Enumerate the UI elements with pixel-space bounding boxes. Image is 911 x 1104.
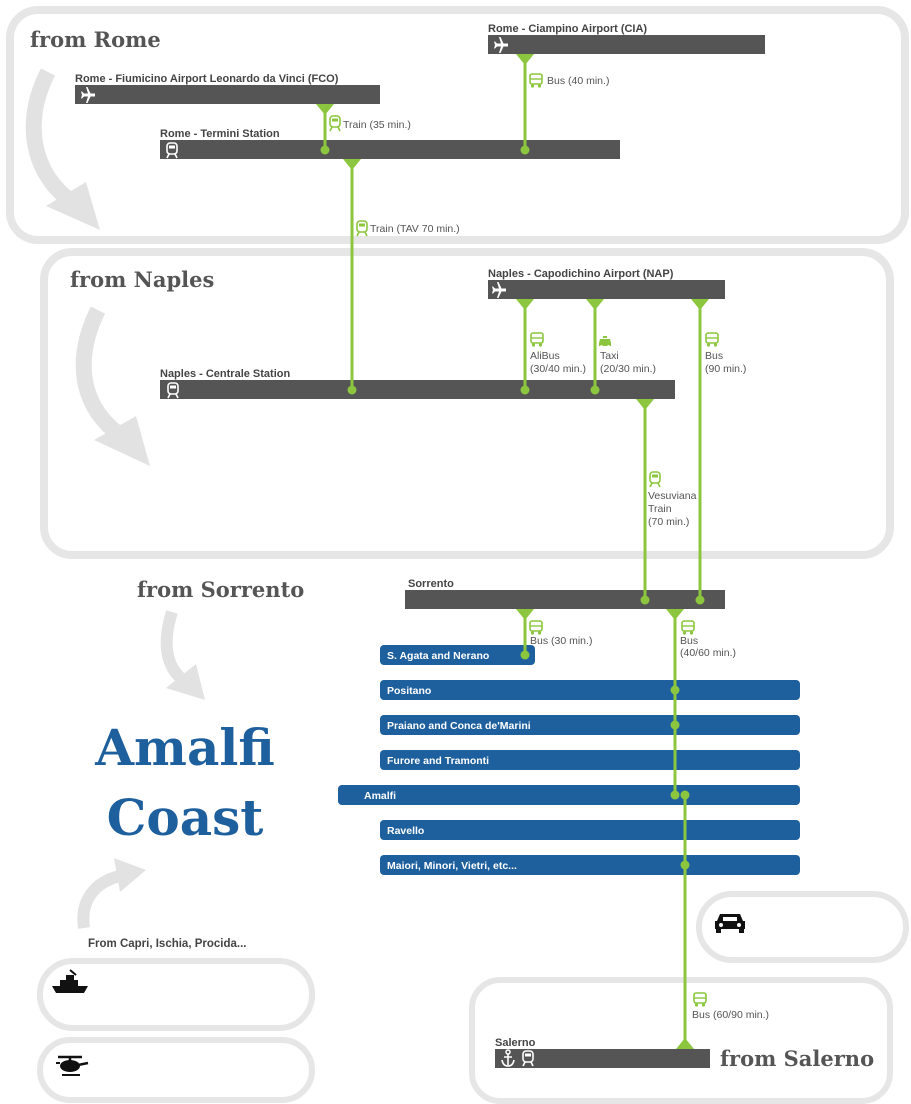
- anchor-icon: [501, 1049, 515, 1067]
- stop-dot: [680, 790, 690, 800]
- naples-arrow: [75, 306, 150, 466]
- route-start-marker: [516, 609, 534, 620]
- route-start-marker: [516, 299, 534, 310]
- region-naples: from Naples: [70, 267, 214, 292]
- stop-dot: [347, 385, 357, 395]
- station-bar-fco: [75, 85, 380, 104]
- station-nap: Naples - Capodichino Airport (NAP): [488, 268, 674, 280]
- route-label-bus-salerno: Bus (60/90 min.): [692, 1009, 769, 1021]
- sorrento-arrow: [160, 610, 205, 700]
- stop-dot: [520, 145, 530, 155]
- route-label-train-tav: Train (TAV 70 min.): [370, 223, 460, 235]
- route-label-taxi-time: (20/30 min.): [600, 363, 656, 375]
- station-bar-cia: [488, 35, 765, 54]
- ship-panel: [37, 958, 315, 1031]
- dest-bar-ravello: [380, 820, 800, 840]
- station-termini: Rome - Termini Station: [160, 128, 280, 140]
- dest-bar-praiano: [380, 715, 800, 735]
- helicopter-icon: [56, 1055, 89, 1076]
- dest-bar-furore: [380, 750, 800, 770]
- train-icon: [649, 471, 661, 488]
- train-icon: [356, 220, 368, 237]
- bus-icon: [705, 332, 719, 348]
- route-label-bus-nap: Bus: [705, 350, 723, 362]
- ship-icon: [52, 969, 88, 993]
- route-start-marker: [666, 609, 684, 620]
- stop-dot: [695, 595, 705, 605]
- route-label-bus-cia: Bus (40 min.): [547, 75, 609, 87]
- route-label-train-fco: Train (35 min.): [343, 119, 411, 131]
- stop-dot: [520, 385, 530, 395]
- route-label-alibus: AliBus: [530, 350, 560, 362]
- bus-icon: [529, 73, 543, 89]
- islands-arrow: [77, 858, 146, 929]
- station-fco: Rome - Fiumicino Airport Leonardo da Vin…: [75, 73, 339, 85]
- route-start-marker: [343, 159, 361, 170]
- station-centrale: Naples - Centrale Station: [160, 368, 290, 380]
- naples-panel: [40, 248, 894, 559]
- bus-icon: [693, 992, 707, 1008]
- route-label-alibus-time: (30/40 min.): [530, 363, 586, 375]
- route-start-marker: [516, 54, 534, 65]
- dest-praiano: Praiano and Conca de'Marini: [387, 720, 531, 732]
- train-icon: [329, 115, 341, 132]
- route-label-bus-nap-time: (90 min.): [705, 363, 746, 375]
- car-panel: [696, 891, 909, 963]
- stop-dot: [640, 595, 650, 605]
- dest-bar-amalfi: [338, 785, 800, 805]
- route-label-vesuviana-2: Train: [648, 503, 672, 515]
- route-label-bus-coast-time: (40/60 min.): [680, 647, 736, 659]
- title-line-2: Coast: [107, 788, 264, 847]
- rome-panel: [6, 6, 909, 244]
- station-bar-salerno: [495, 1049, 710, 1068]
- rome-arrow: [25, 68, 100, 230]
- stop-dot: [670, 685, 680, 695]
- dest-bar-positano: [380, 680, 800, 700]
- dest-bar-maiori: [380, 855, 800, 875]
- route-label-taxi: Taxi: [600, 350, 619, 362]
- route-start-marker: [691, 299, 709, 310]
- route-label-bus-agata: Bus (30 min.): [530, 635, 592, 647]
- station-sorrento: Sorrento: [408, 578, 454, 590]
- stop-dot: [590, 385, 600, 395]
- bus-icon: [530, 332, 544, 348]
- islands-label: From Capri, Ischia, Procida...: [88, 938, 247, 950]
- helicopter-panel: [37, 1037, 315, 1103]
- dest-bar-agata: [380, 645, 535, 665]
- route-label-vesuviana-time: (70 min.): [648, 516, 689, 528]
- station-salerno: Salerno: [495, 1037, 536, 1049]
- bus-icon: [681, 620, 695, 636]
- region-sorrento: from Sorrento: [137, 577, 304, 602]
- station-cia: Rome - Ciampino Airport (CIA): [488, 23, 647, 35]
- dest-amalfi: Amalfi: [364, 790, 396, 802]
- station-bar-nap: [488, 280, 725, 299]
- stop-dot: [670, 790, 680, 800]
- stop-dot: [520, 650, 530, 660]
- taxi-icon: [599, 336, 611, 348]
- stop-dot: [670, 720, 680, 730]
- dest-maiori: Maiori, Minori, Vietri, etc...: [387, 860, 517, 872]
- region-salerno: from Salerno: [720, 1046, 874, 1071]
- stop-dot: [320, 145, 330, 155]
- route-start-marker: [676, 1038, 694, 1049]
- stop-dot: [680, 860, 690, 870]
- dest-agata: S. Agata and Nerano: [387, 650, 489, 662]
- dest-ravello: Ravello: [387, 825, 424, 837]
- dest-furore: Furore and Tramonti: [387, 755, 489, 767]
- station-bar-centrale: [160, 380, 675, 399]
- car-icon: [715, 914, 745, 933]
- route-start-marker: [636, 399, 654, 410]
- title-line-1: Amalfi: [94, 718, 274, 777]
- bus-icon: [529, 620, 543, 636]
- route-label-bus-coast: Bus: [680, 635, 698, 647]
- route-label-vesuviana: Vesuviana: [648, 490, 697, 502]
- station-bar-sorrento: [405, 590, 725, 609]
- region-rome: from Rome: [30, 27, 161, 52]
- dest-positano: Positano: [387, 685, 431, 697]
- route-start-marker: [316, 104, 334, 115]
- station-bar-termini: [160, 140, 620, 159]
- route-start-marker: [586, 299, 604, 310]
- salerno-panel: [469, 977, 893, 1104]
